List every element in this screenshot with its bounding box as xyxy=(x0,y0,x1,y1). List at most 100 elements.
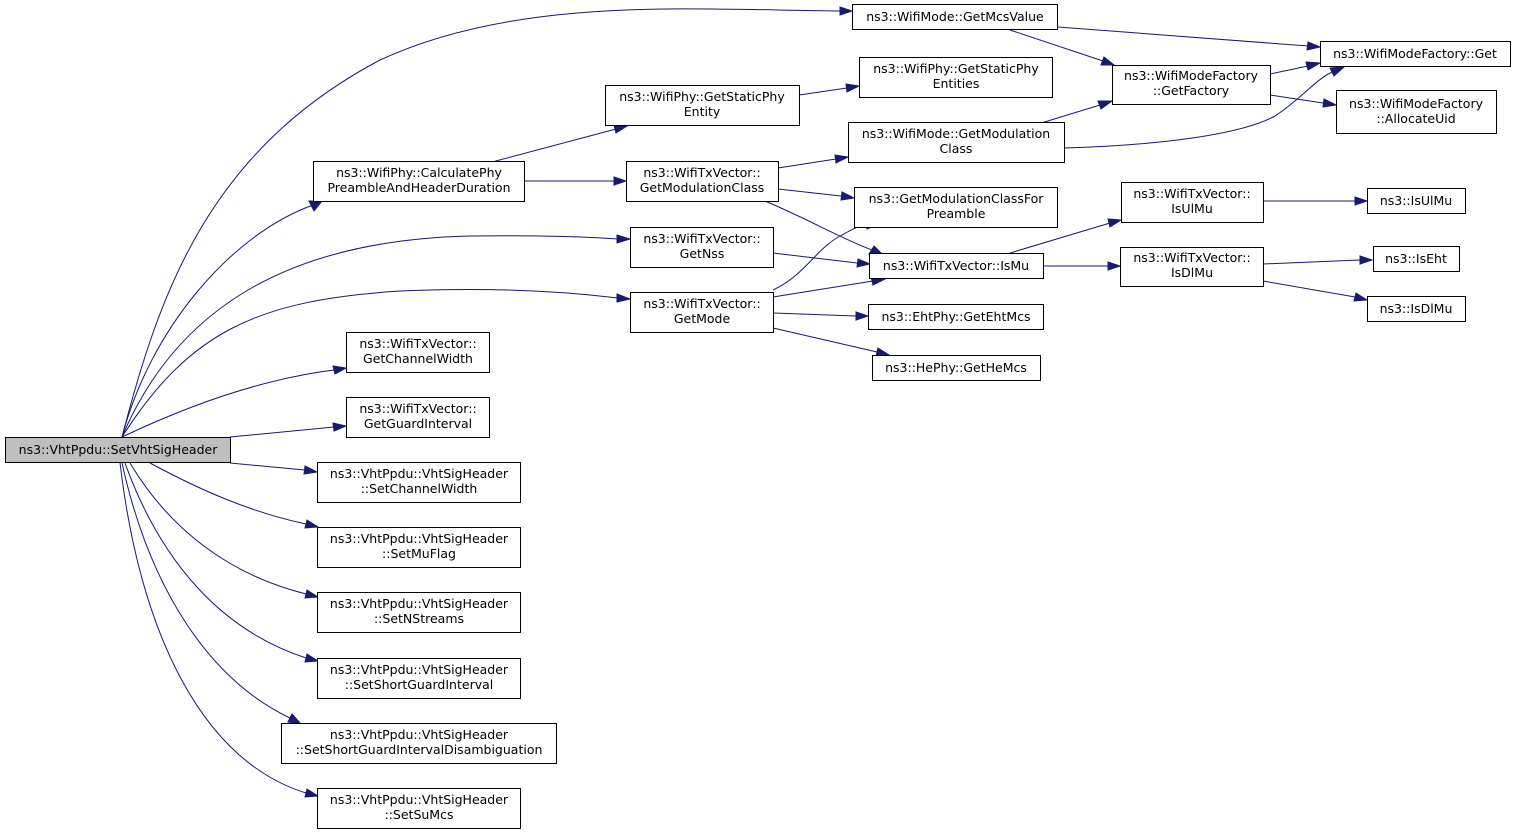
node-txv-getmode[interactable]: ns3::WifiTxVector:: GetMode xyxy=(630,292,774,333)
node-setsumcs[interactable]: ns3::VhtPpdu::VhtSigHeader ::SetSuMcs xyxy=(317,788,521,829)
node-getmcsvalue[interactable]: ns3::WifiMode::GetMcsValue xyxy=(852,4,1058,30)
node-label: ns3::IsEht xyxy=(1385,251,1447,266)
edge-getnss-ismu xyxy=(772,252,858,264)
node-allocateuid[interactable]: ns3::WifiModeFactory ::AllocateUid xyxy=(1336,90,1497,134)
node-getehtmcs[interactable]: ns3::EhtPhy::GetEhtMcs xyxy=(868,304,1044,330)
node-label-line1: ns3::WifiTxVector:: xyxy=(1133,250,1250,265)
node-label: ns3::WifiMode::GetMcsValue xyxy=(866,9,1044,24)
arrowhead xyxy=(856,258,872,268)
nodes: ns3::VhtPpdu::SetVhtSigHeader ns3::WifiM… xyxy=(5,4,1511,829)
arrowhead xyxy=(1100,56,1116,66)
arrowhead xyxy=(845,83,861,93)
node-label-line2: ::AllocateUid xyxy=(1376,111,1455,126)
arrowhead xyxy=(1107,218,1123,228)
node-iseht[interactable]: ns3::IsEht xyxy=(1373,246,1460,272)
edge-root-setshortgi xyxy=(124,462,307,659)
node-mode-getmodulationclass[interactable]: ns3::WifiMode::GetModulation Class xyxy=(848,122,1065,163)
node-calculatephypreamble[interactable]: ns3::WifiPhy::CalculatePhy PreambleAndHe… xyxy=(313,161,525,202)
arrowhead xyxy=(304,519,320,529)
arrowhead xyxy=(1305,61,1322,71)
node-label-line1: ns3::VhtPpdu::VhtSigHeader xyxy=(330,596,509,611)
node-isdlmu[interactable]: ns3::IsDlMu xyxy=(1367,296,1466,322)
edge-root-getnss xyxy=(121,235,619,438)
arrowhead xyxy=(616,234,632,244)
node-setshortguardintervaldisambiguation[interactable]: ns3::VhtPpdu::VhtSigHeader ::SetShortGua… xyxy=(281,723,557,764)
edge-root-getchannelwidth xyxy=(121,369,335,438)
node-getstaticphyentities[interactable]: ns3::WifiPhy::GetStaticPhy Entities xyxy=(859,57,1053,98)
node-txv-isulmu[interactable]: ns3::WifiTxVector:: IsUlMu xyxy=(1121,182,1264,223)
arrowhead xyxy=(1359,255,1374,265)
node-setshortguardinterval[interactable]: ns3::VhtPpdu::VhtSigHeader ::SetShortGua… xyxy=(317,658,521,699)
node-setmuflag[interactable]: ns3::VhtPpdu::VhtSigHeader ::SetMuFlag xyxy=(317,527,521,568)
node-setnstreams[interactable]: ns3::VhtPpdu::VhtSigHeader ::SetNStreams xyxy=(317,592,521,633)
node-getmodulationclassforpreamble[interactable]: ns3::GetModulationClassFor Preamble xyxy=(854,187,1058,228)
edge-getfactory-allocateuid xyxy=(1269,94,1324,104)
node-txv-ismu[interactable]: ns3::WifiTxVector::IsMu xyxy=(869,253,1044,279)
node-isulmu[interactable]: ns3::IsUlMu xyxy=(1367,188,1466,214)
edge-isdlmutxv-iseht xyxy=(1262,259,1361,265)
node-label-line2: Class xyxy=(940,141,973,156)
node-txv-getnss[interactable]: ns3::WifiTxVector:: GetNss xyxy=(630,227,774,268)
node-label-line2: ::SetShortGuardIntervalDisambiguation xyxy=(296,742,543,757)
node-label-line1: ns3::VhtPpdu::VhtSigHeader xyxy=(330,662,509,677)
node-getfactory[interactable]: ns3::WifiModeFactory ::GetFactory xyxy=(1112,65,1271,105)
arrowhead xyxy=(332,422,348,432)
edge-getmode-forpreamble xyxy=(772,224,869,291)
node-root-setvhtsigheader[interactable]: ns3::VhtPpdu::SetVhtSigHeader xyxy=(5,437,231,463)
node-label-line1: ns3::VhtPpdu::VhtSigHeader xyxy=(330,531,509,546)
edge-getmode-hemcs xyxy=(772,327,878,353)
node-getstaticphyentity[interactable]: ns3::WifiPhy::GetStaticPhy Entity xyxy=(605,85,800,126)
node-gethemcs[interactable]: ns3::HePhy::GetHeMcs xyxy=(872,355,1041,381)
node-setchannelwidth[interactable]: ns3::VhtPpdu::VhtSigHeader ::SetChannelW… xyxy=(317,462,521,503)
arrowhead xyxy=(1353,292,1369,302)
node-label-line1: ns3::WifiModeFactory xyxy=(1349,96,1484,111)
arrowhead xyxy=(1329,66,1346,77)
edge-txvmodclass-modemodclass xyxy=(777,158,837,169)
arrowhead xyxy=(839,6,854,16)
node-label-line2: Entity xyxy=(684,104,721,119)
node-label-line2: ::SetSuMcs xyxy=(385,807,454,822)
node-label-line2: IsUlMu xyxy=(1171,201,1213,216)
node-factory-get[interactable]: ns3::WifiModeFactory::Get xyxy=(1320,41,1511,67)
arrowhead xyxy=(1322,98,1338,108)
arrowhead xyxy=(308,200,324,212)
node-label-line1: ns3::WifiTxVector:: xyxy=(643,231,760,246)
node-label-line1: ns3::WifiPhy::CalculatePhy xyxy=(336,165,502,180)
edge-getmcsvalue-getfactory xyxy=(1009,29,1104,62)
edge-root-setmuflag xyxy=(149,462,307,525)
node-label-line2: ::SetMuFlag xyxy=(382,546,456,561)
node-label-line2: Entities xyxy=(933,76,980,91)
arrowhead xyxy=(304,788,320,798)
node-label-line1: ns3::WifiPhy::GetStaticPhy xyxy=(619,89,785,104)
edge-isdlmutxv-isdlmu xyxy=(1262,280,1356,298)
node-label: ns3::IsDlMu xyxy=(1380,301,1453,316)
arrowhead xyxy=(613,124,629,134)
edge-root-getguardinterval xyxy=(229,426,335,438)
node-label-line2: GetMode xyxy=(674,311,731,326)
node-label-line2: GetModulationClass xyxy=(640,180,765,195)
edge-root-calcpreamble xyxy=(121,204,314,438)
node-label: ns3::VhtPpdu::SetVhtSigHeader xyxy=(19,442,219,457)
node-label-line2: GetChannelWidth xyxy=(363,351,473,366)
edge-getmcsvalue-factoryget xyxy=(1057,26,1309,47)
node-label-line1: ns3::WifiModeFactory xyxy=(1124,68,1259,83)
node-label-line2: GetNss xyxy=(680,246,725,261)
node-label-line1: ns3::VhtPpdu::VhtSigHeader xyxy=(330,466,509,481)
node-txv-isdlmu[interactable]: ns3::WifiTxVector:: IsDlMu xyxy=(1120,247,1264,287)
edge-root-getmode xyxy=(121,288,619,438)
node-label-line1: ns3::WifiTxVector:: xyxy=(359,336,476,351)
node-label-line2: Preamble xyxy=(927,206,986,221)
node-label-line1: ns3::WifiPhy::GetStaticPhy xyxy=(873,61,1039,76)
node-txv-getguardinterval[interactable]: ns3::WifiTxVector:: GetGuardInterval xyxy=(346,397,490,438)
arrowhead xyxy=(332,365,348,375)
node-label-line1: ns3::VhtPpdu::VhtSigHeader xyxy=(330,727,509,742)
edge-staticphyentity-entities xyxy=(798,87,848,96)
node-txv-getmodulationclass[interactable]: ns3::WifiTxVector:: GetModulationClass xyxy=(626,161,779,202)
node-label: ns3::HePhy::GetHeMcs xyxy=(885,360,1027,375)
edge-root-setnstreams xyxy=(129,462,307,595)
node-label-line2: ::SetChannelWidth xyxy=(361,481,478,496)
node-txv-getchannelwidth[interactable]: ns3::WifiTxVector:: GetChannelWidth xyxy=(346,332,490,373)
edge-getmode-ehtmcs xyxy=(772,312,857,317)
arrowhead xyxy=(1107,261,1122,271)
node-label-line2: ::GetFactory xyxy=(1153,83,1230,98)
